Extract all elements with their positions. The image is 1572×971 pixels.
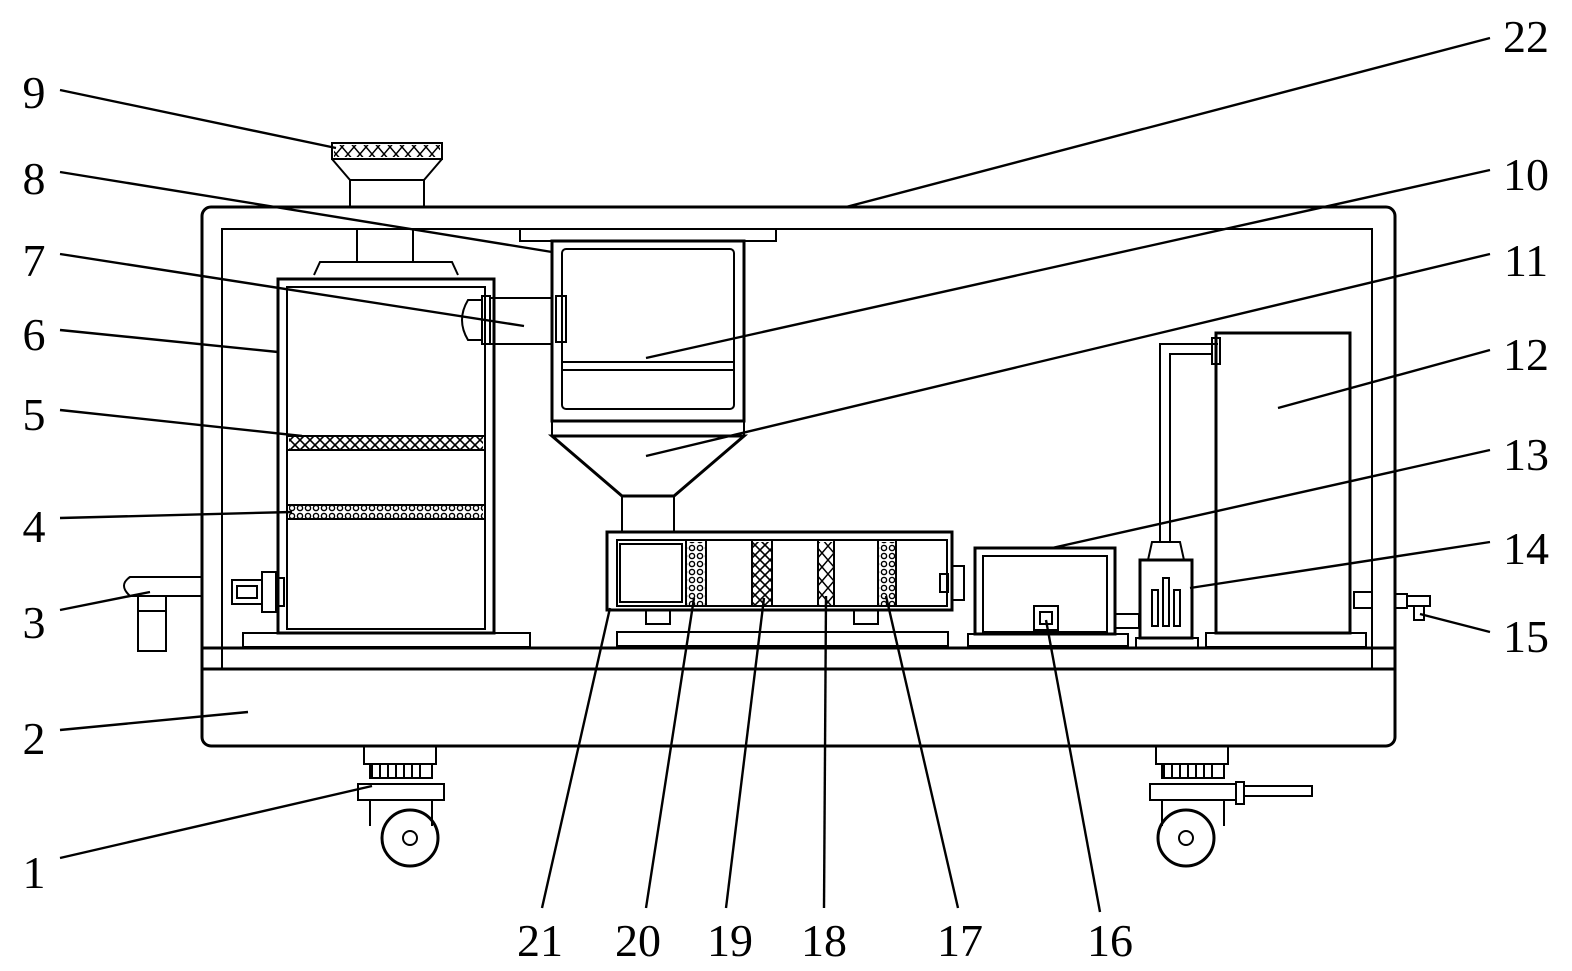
- label-12: 12: [1503, 329, 1549, 380]
- inlet-pipe: [356, 228, 414, 263]
- label-8: 8: [23, 153, 46, 204]
- water-tank: [1205, 331, 1367, 648]
- label-5: 5: [23, 389, 46, 440]
- label-21: 21: [517, 915, 563, 966]
- leader-1: [59, 784, 373, 860]
- leader-4: [59, 510, 293, 520]
- leader-7: [59, 252, 525, 328]
- label-6: 6: [23, 309, 46, 360]
- leader-15: [1419, 612, 1491, 634]
- wheel-right: [1149, 745, 1313, 868]
- leader-6: [59, 328, 279, 354]
- leader-12: [1277, 348, 1491, 410]
- leader-10: [645, 168, 1491, 360]
- label-1: 1: [23, 847, 46, 898]
- label-3: 3: [23, 597, 46, 648]
- leader-14: [1189, 540, 1491, 590]
- leader-18: [822, 595, 828, 909]
- storage-box: [547, 239, 749, 533]
- leader-13: [1051, 448, 1491, 550]
- leader-3: [59, 590, 151, 612]
- leader-21: [540, 607, 612, 909]
- label-11: 11: [1504, 235, 1548, 286]
- leader-22: [845, 36, 1491, 209]
- label-4: 4: [23, 501, 46, 552]
- leader-5: [59, 408, 303, 438]
- outlet-pipe: [123, 571, 285, 652]
- leader-17: [884, 595, 960, 909]
- label-9: 9: [23, 67, 46, 118]
- leader-lines: [59, 36, 1491, 913]
- label-2: 2: [23, 713, 46, 764]
- motor-box: [967, 546, 1140, 647]
- label-20: 20: [615, 915, 661, 966]
- top-plate: [519, 228, 777, 242]
- label-10: 10: [1503, 149, 1549, 200]
- drain-valve: [1353, 591, 1431, 621]
- pump: [1135, 337, 1221, 649]
- label-14: 14: [1503, 523, 1549, 574]
- label-16: 16: [1087, 915, 1133, 966]
- label-15: 15: [1503, 611, 1549, 662]
- leader-16: [1044, 619, 1102, 913]
- label-22: 22: [1503, 11, 1549, 62]
- inlet-hopper: [331, 142, 443, 208]
- wheel-left: [357, 745, 445, 868]
- label-13: 13: [1503, 429, 1549, 480]
- label-19: 19: [707, 915, 753, 966]
- leader-11: [645, 252, 1491, 458]
- leader-19: [724, 597, 766, 909]
- leader-8: [59, 170, 553, 254]
- fan: [461, 295, 553, 345]
- label-7: 7: [23, 235, 46, 286]
- label-17: 17: [937, 915, 983, 966]
- leader-2: [59, 710, 249, 732]
- label-18: 18: [801, 915, 847, 966]
- leader-20: [644, 597, 696, 909]
- filter-tube: [605, 530, 965, 647]
- crusher-tank: [242, 277, 531, 648]
- part-labels: 1 2 3 4 5 6 7 8 9 10 11 12 13 14 15 16 1…: [23, 11, 1550, 966]
- leader-9: [59, 88, 337, 150]
